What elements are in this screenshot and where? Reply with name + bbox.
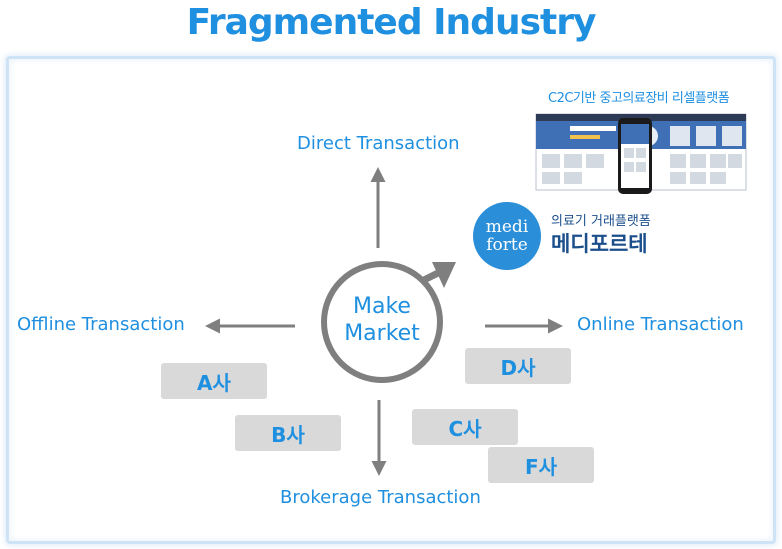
mediforte-logo: medi forte [473,202,541,270]
company-box-b: B사 [235,415,341,451]
make-market-label: Make Market [323,293,441,347]
make-market-line1: Make [353,294,411,319]
label-brokerage-transaction: Brokerage Transaction [280,487,481,508]
page-title: Fragmented Industry [186,2,597,43]
label-online-transaction: Online Transaction [577,314,744,335]
label-offline-transaction: Offline Transaction [17,314,185,335]
promo-caption: C2C기반 중고의료장비 리셀플랫폼 [548,91,730,106]
logo-line-1: medi [485,217,529,237]
company-box-c: C사 [412,409,518,445]
platform-screenshot [535,113,747,194]
company-box-d: D사 [465,348,571,384]
brand-name: 메디포르테 [551,232,648,256]
company-box-a: A사 [161,363,267,399]
make-market-line2: Market [344,321,420,346]
company-box-f: F사 [488,447,594,483]
arrow-diagonal-head [432,262,456,288]
make-market-circle [321,261,443,383]
logo-line-2: forte [486,235,528,255]
label-direct-transaction: Direct Transaction [297,133,460,154]
brand-tagline: 의료기 거래플랫폼 [551,214,651,229]
